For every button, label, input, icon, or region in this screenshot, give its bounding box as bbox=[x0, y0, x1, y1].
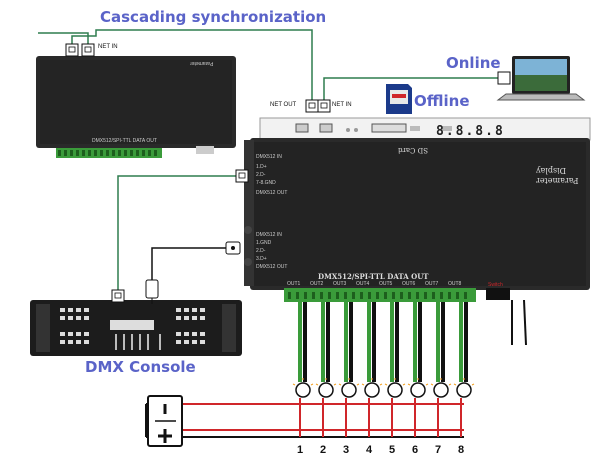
switch-label: Switch bbox=[488, 282, 503, 288]
ethernet-port-icon bbox=[81, 43, 95, 57]
online-label: Online bbox=[446, 54, 501, 72]
pin-gnd-label: 7-8.GND bbox=[256, 180, 276, 186]
out-label: OUT7 bbox=[425, 281, 439, 287]
dmx-console-label: DMX Console bbox=[85, 358, 196, 376]
ethernet-port-icon bbox=[235, 169, 249, 183]
offline-label: Offline bbox=[414, 92, 470, 110]
light-bulb-icon bbox=[292, 378, 314, 398]
out-label: OUT2 bbox=[310, 281, 324, 287]
light-number: 4 bbox=[366, 444, 373, 456]
sd-card-label: SD Card bbox=[398, 146, 428, 154]
d-minus2-label: 2.D- bbox=[256, 248, 266, 254]
light-number: 1 bbox=[297, 444, 304, 456]
xlr-connector-icon bbox=[225, 241, 241, 255]
parameter-label: Parameter bbox=[536, 176, 579, 185]
light-bulb-icon bbox=[453, 378, 475, 398]
net-in-label-small: NET IN bbox=[98, 44, 118, 50]
main-controller bbox=[244, 117, 591, 290]
light-bulb-icon bbox=[361, 378, 383, 398]
power-supply-icon bbox=[147, 395, 183, 447]
laptop-icon bbox=[496, 56, 586, 101]
out-label: OUT6 bbox=[402, 281, 416, 287]
ethernet-port-icon bbox=[111, 289, 125, 303]
dmx-in-label: DMX512 IN bbox=[256, 154, 282, 160]
light-number: 3 bbox=[343, 444, 350, 456]
pin-d-plus-label: 1.D+ bbox=[256, 164, 267, 170]
ethernet-port-icon bbox=[317, 99, 331, 113]
ethernet-port-icon bbox=[65, 43, 79, 57]
light-bulb-icon bbox=[384, 378, 406, 398]
parameter-label-small: Parameter bbox=[190, 60, 214, 66]
light-number: 7 bbox=[435, 444, 442, 456]
light-number: 8 bbox=[458, 444, 465, 456]
dmx-out-label-2: DMX512 OUT bbox=[256, 264, 288, 270]
xlr-connector-icon bbox=[145, 279, 159, 304]
light-number: 2 bbox=[320, 444, 327, 456]
segment-display: 8.8.8.8 bbox=[436, 124, 505, 139]
out-label: OUT8 bbox=[448, 281, 462, 287]
ethernet-port-icon bbox=[305, 99, 319, 113]
out-label: OUT5 bbox=[379, 281, 393, 287]
pin-d-minus-label: 2.D- bbox=[256, 172, 266, 178]
dmx-out-label: DMX512 OUT bbox=[256, 190, 288, 196]
light-number: 5 bbox=[389, 444, 396, 456]
sd-card-icon bbox=[386, 84, 412, 114]
secondary-controller bbox=[36, 56, 236, 158]
light-bulb-icon bbox=[338, 378, 360, 398]
data-out-label-small: DMX512/SPI-TTL DATA OUT bbox=[92, 138, 157, 144]
net-in-label: NET IN bbox=[332, 102, 352, 108]
d-plus3-label: 3.D+ bbox=[256, 256, 267, 262]
dmx-in-label-2: DMX512 IN bbox=[256, 232, 282, 238]
gnd1-label: 1.GND bbox=[256, 240, 272, 246]
light-bulb-icon bbox=[315, 378, 337, 398]
light-bulb-icon bbox=[407, 378, 429, 398]
data-out-label: DMX512/SPI-TTL DATA OUT bbox=[318, 272, 429, 281]
out-label: OUT3 bbox=[333, 281, 347, 287]
light-number: 6 bbox=[412, 444, 419, 456]
display-label: Display bbox=[536, 166, 567, 175]
dmx-console bbox=[30, 300, 242, 356]
output-wires bbox=[298, 302, 468, 382]
net-out-label: NET OUT bbox=[270, 102, 297, 108]
out-label: OUT4 bbox=[356, 281, 370, 287]
light-bulb-icon bbox=[430, 378, 452, 398]
cascading-sync-label: Cascading synchronization bbox=[100, 8, 327, 26]
out-label: OUT1 bbox=[287, 281, 301, 287]
